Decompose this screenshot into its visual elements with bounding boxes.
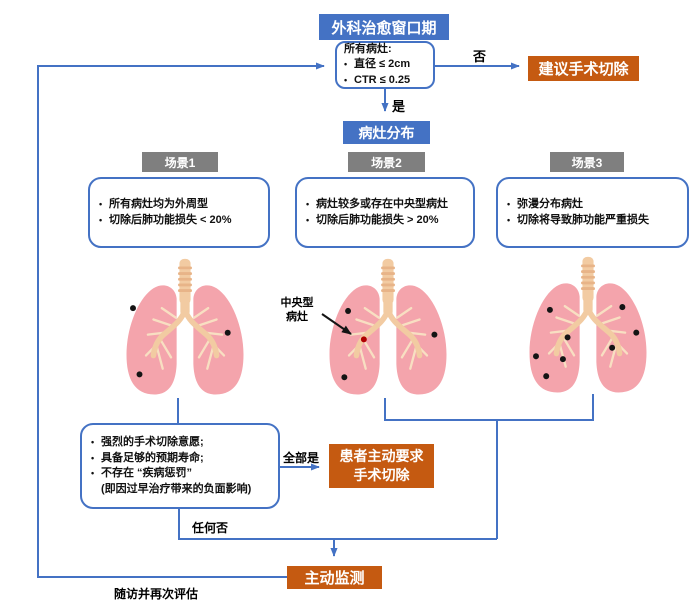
all-yes-branch-label: 全部是 — [283, 451, 320, 465]
followup-label: 随访并再次评估 — [114, 587, 199, 601]
scenario3-header: 场景3 — [550, 152, 624, 172]
scenario2-header: 场景2 — [348, 152, 425, 172]
recommend-surgery-box: 建议手术切除 — [528, 56, 639, 81]
patient-criteria-list: •强烈的手术切除意愿; •具备足够的预期寿命; •不存在 “疾病惩罚” — [91, 435, 269, 482]
scenario2-criteria-box: •病灶较多或存在中央型病灶 •切除后肺功能损失 > 20% — [295, 177, 475, 248]
patient-criteria-box: •强烈的手术切除意愿; •具备足够的预期寿命; •不存在 “疾病惩罚” (即因过早治… — [80, 423, 280, 509]
patient-request-box: 患者主动要求 手术切除 — [329, 444, 434, 488]
bullet-item: •切除后肺功能损失 < 20% — [99, 213, 232, 226]
any-no-branch-label: 任何否 — [192, 521, 229, 535]
no-branch-label: 否 — [473, 49, 487, 64]
lesion-distribution-box: 病灶分布 — [343, 121, 430, 144]
scenario1-criteria-box: •所有病灶均为外周型 •切除后肺功能损失 < 20% — [88, 177, 270, 248]
central-lesion-label: 中央型 病灶 — [280, 297, 314, 323]
active-monitoring-box: 主动监测 — [287, 566, 382, 589]
title-box: 外科治愈窗口期 — [319, 14, 449, 40]
bullet-item: •不存在 “疾病惩罚” — [91, 467, 193, 479]
lung-illustration-scenario3 — [523, 255, 653, 402]
patient-criteria-note: (即因过早治疗带来的负面影响) — [101, 482, 252, 495]
yes-branch-label: 是 — [392, 99, 406, 114]
criteria-list: •直径 ≤ 2cm •CTR ≤ 0.25 — [344, 57, 426, 88]
bullet-item: •所有病灶均为外周型 — [99, 198, 208, 210]
scenario1-header: 场景1 — [142, 152, 218, 172]
bullet-item: •弥漫分布病灶 — [507, 198, 583, 210]
bullet-item: •CTR ≤ 0.25 — [344, 73, 411, 86]
scenario3-criteria-box: •弥漫分布病灶 •切除将导致肺功能严重损失 — [496, 177, 689, 248]
criteria-heading: 所有病灶: — [344, 43, 392, 55]
bullet-item: •切除将导致肺功能严重损失 — [507, 213, 649, 226]
bullet-item: •病灶较多或存在中央型病灶 — [306, 198, 448, 210]
bullet-item: •强烈的手术切除意愿; — [91, 436, 204, 448]
bullet-item: •具备足够的预期寿命; — [91, 451, 204, 464]
criteria-box: 所有病灶: •直径 ≤ 2cm •CTR ≤ 0.25 — [335, 41, 435, 89]
bullet-item: •切除后肺功能损失 > 20% — [306, 213, 439, 226]
lung-illustration-scenario2 — [323, 257, 453, 404]
bullet-item: •直径 ≤ 2cm — [344, 58, 411, 70]
lung-illustration-scenario1 — [120, 257, 250, 404]
